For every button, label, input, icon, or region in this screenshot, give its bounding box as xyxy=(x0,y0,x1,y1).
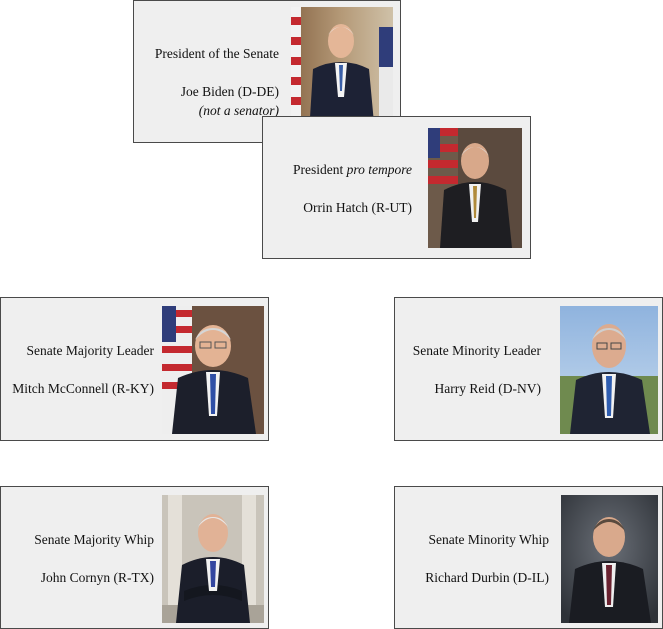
harry-reid-portrait xyxy=(560,306,658,434)
card-senate-majority-leader: Senate Majority Leader Mitch McConnell (… xyxy=(0,297,269,441)
role-title: President pro tempore xyxy=(293,162,412,177)
richard-durbin-portrait xyxy=(561,495,658,623)
card-text: President of the Senate Joe Biden (D-DE)… xyxy=(155,44,279,120)
card-senate-majority-whip: Senate Majority Whip John Cornyn (R-TX) xyxy=(0,486,269,629)
john-cornyn-portrait xyxy=(162,495,264,623)
card-president-pro-tempore: President pro tempore Orrin Hatch (R-UT) xyxy=(262,116,531,259)
person-name: Richard Durbin (D-IL) xyxy=(425,570,549,585)
card-text: Senate Minority Whip Richard Durbin (D-I… xyxy=(425,530,549,587)
person-note: (not a senator) xyxy=(198,103,279,118)
role-title: Senate Majority Whip xyxy=(34,532,154,547)
card-text: President pro tempore Orrin Hatch (R-UT) xyxy=(293,160,412,217)
joe-biden-portrait xyxy=(291,7,393,134)
person-name: John Cornyn (R-TX) xyxy=(40,570,154,585)
card-senate-minority-whip: Senate Minority Whip Richard Durbin (D-I… xyxy=(394,486,663,629)
mitch-mcconnell-portrait xyxy=(162,306,264,434)
card-president-of-the-senate: President of the Senate Joe Biden (D-DE)… xyxy=(133,0,401,143)
role-title: Senate Majority Leader xyxy=(26,343,154,358)
person-name: Orrin Hatch (R-UT) xyxy=(303,200,412,215)
card-text: Senate Majority Whip John Cornyn (R-TX) xyxy=(34,530,154,587)
role-title: Senate Minority Leader xyxy=(412,343,541,358)
card-text: Senate Minority Leader Harry Reid (D-NV) xyxy=(413,341,541,398)
person-name: Harry Reid (D-NV) xyxy=(434,381,541,396)
person-name: Mitch McConnell (R-KY) xyxy=(12,381,154,396)
orrin-hatch-portrait xyxy=(428,128,522,248)
person-name: Joe Biden (D-DE) xyxy=(180,84,279,99)
role-title: Senate Minority Whip xyxy=(428,532,550,547)
role-title: President of the Senate xyxy=(154,46,279,61)
role-title-italic: pro tempore xyxy=(346,162,412,177)
card-senate-minority-leader: Senate Minority Leader Harry Reid (D-NV) xyxy=(394,297,663,441)
card-text: Senate Majority Leader Mitch McConnell (… xyxy=(12,341,154,398)
